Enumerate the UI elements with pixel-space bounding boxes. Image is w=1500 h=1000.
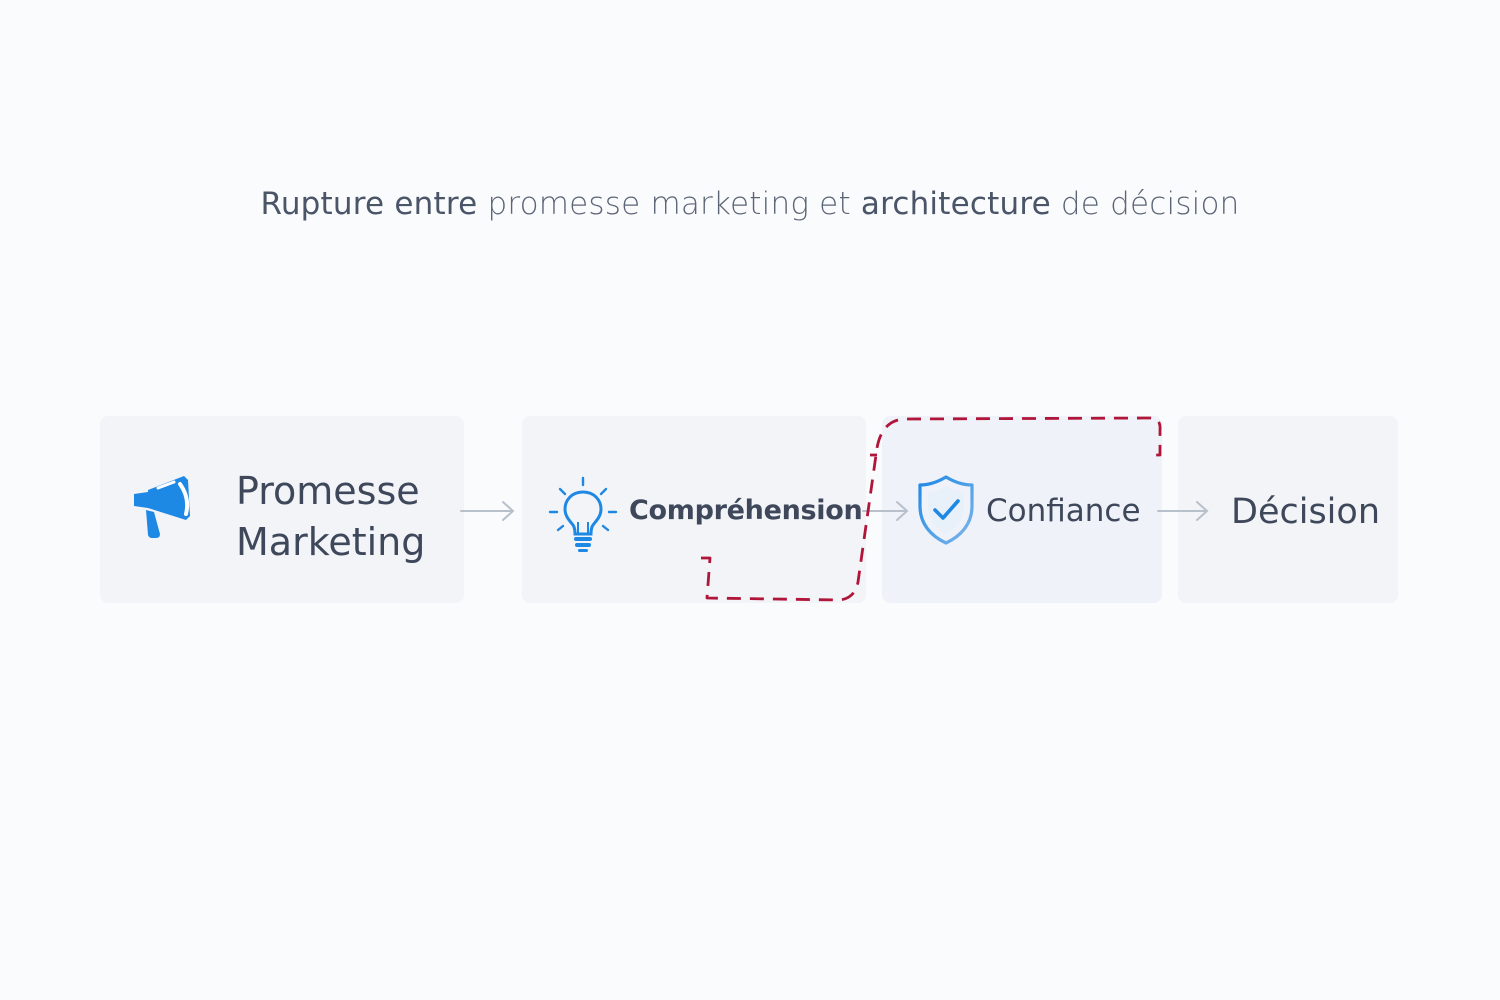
arrow-promesse-to-comprehension: [460, 501, 515, 521]
step-label-decision: Décision: [1231, 492, 1381, 532]
step-label-promesse-line2: Marketing: [236, 520, 426, 564]
megaphone-icon: [134, 476, 190, 538]
title-word-decision: de décision: [1060, 186, 1240, 222]
title-word-entre: entre: [394, 186, 478, 222]
diagram-title: Rupture entre promesse marketing et arch…: [0, 186, 1500, 222]
step-label-comprehension: Compréhension: [629, 495, 863, 526]
step-card-decision: [1178, 416, 1398, 603]
title-word-architecture: architecture: [860, 186, 1051, 222]
step-label-confiance: Confiance: [986, 493, 1141, 529]
step-label-promesse: Promesse Marketing: [236, 466, 425, 568]
shield-check-icon: [918, 475, 974, 545]
title-word-rupture: Rupture: [260, 186, 385, 222]
lightbulb-icon: [548, 476, 618, 552]
step-label-promesse-line1: Promesse: [236, 469, 420, 513]
title-word-promesse-marketing: promesse marketing et: [487, 186, 851, 222]
